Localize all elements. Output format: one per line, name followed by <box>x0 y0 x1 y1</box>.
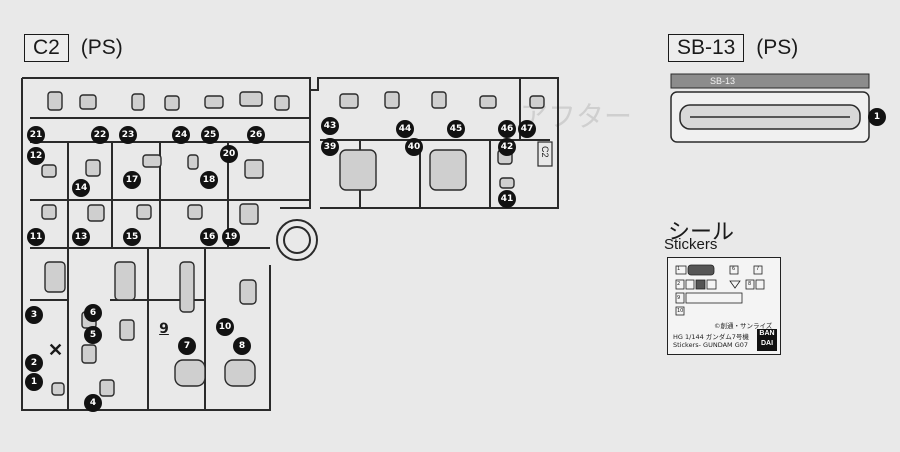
runner-c2-label: C2 (PS) <box>24 34 123 62</box>
sticker-cells <box>675 264 765 316</box>
part-number: 10 <box>216 318 234 336</box>
part-number: 12 <box>27 147 45 165</box>
runner-code: C2 <box>24 34 69 62</box>
sticker-cell-label: 9 <box>677 295 681 301</box>
part-number: 21 <box>27 126 45 144</box>
sticker-cell-label: 6 <box>732 266 736 272</box>
part-number: 22 <box>91 126 109 144</box>
part-number: 3 <box>25 306 43 324</box>
part-number: 39 <box>321 138 339 156</box>
part-number: 47 <box>518 120 536 138</box>
sticker-cell-label: 7 <box>756 266 760 272</box>
part-number: 45 <box>447 120 465 138</box>
runner-tag-c2: C2 <box>540 146 550 158</box>
part-number: 16 <box>200 228 218 246</box>
part-number: 17 <box>123 171 141 189</box>
runner-code: SB-13 <box>668 34 745 62</box>
part-number: 8 <box>233 337 251 355</box>
runner-material: (PS) <box>756 36 799 59</box>
part-number: 40 <box>405 138 423 156</box>
sticker-product-line: HG 1/144 ガンダム7号機 <box>673 333 749 341</box>
part-number: 13 <box>72 228 90 246</box>
sticker-cell-label: 2 <box>677 281 681 287</box>
part-number: 15 <box>123 228 141 246</box>
part-number: 42 <box>498 138 516 156</box>
runner-tag-sb13: SB-13 <box>710 76 736 86</box>
sticker-sheet: 1 6 7 2 8 9 10 ©創通・サンライズ HG 1/144 ガンダム7号… <box>667 257 781 355</box>
part-number: 44 <box>396 120 414 138</box>
sticker-cell-label: 10 <box>677 308 684 314</box>
part-number: 9 <box>159 321 169 337</box>
runner-material: (PS) <box>80 36 123 59</box>
part-number: 4 <box>84 394 102 412</box>
part-number: 43 <box>321 117 339 135</box>
part-number: 7 <box>178 337 196 355</box>
stickers-title-en: Stickers <box>664 236 718 253</box>
sticker-cell-label: 8 <box>748 281 752 287</box>
part-number: 1 <box>25 373 43 391</box>
part-number: 18 <box>200 171 218 189</box>
stickers-title-jp: シール <box>668 219 735 244</box>
runner-sb13-label: SB-13 (PS) <box>668 34 798 62</box>
part-number: 2 <box>25 354 43 372</box>
part-number: 46 <box>498 120 516 138</box>
part-number: 6 <box>84 304 102 322</box>
bandai-logo-top: BAN <box>759 330 775 337</box>
part-number-sb13-1: 1 <box>868 108 886 126</box>
part-number: 19 <box>222 228 240 246</box>
sticker-cell-label: 1 <box>677 266 681 272</box>
part-number: 25 <box>201 126 219 144</box>
part-number: 23 <box>119 126 137 144</box>
cross-mark-icon: ✕ <box>48 340 64 360</box>
part-number: 20 <box>220 145 238 163</box>
part-number: 11 <box>27 228 45 246</box>
bandai-logo: BAN DAI <box>757 329 777 351</box>
bandai-logo-bottom: DAI <box>760 340 774 347</box>
sticker-copyright: ©創通・サンライズ <box>714 322 773 330</box>
part-number: 5 <box>84 326 102 344</box>
sticker-product-line: Stickers- GUNDAM G07 <box>673 341 749 349</box>
part-number: 41 <box>498 190 516 208</box>
part-number: 24 <box>172 126 190 144</box>
part-number: 26 <box>247 126 265 144</box>
part-number: 14 <box>72 179 90 197</box>
